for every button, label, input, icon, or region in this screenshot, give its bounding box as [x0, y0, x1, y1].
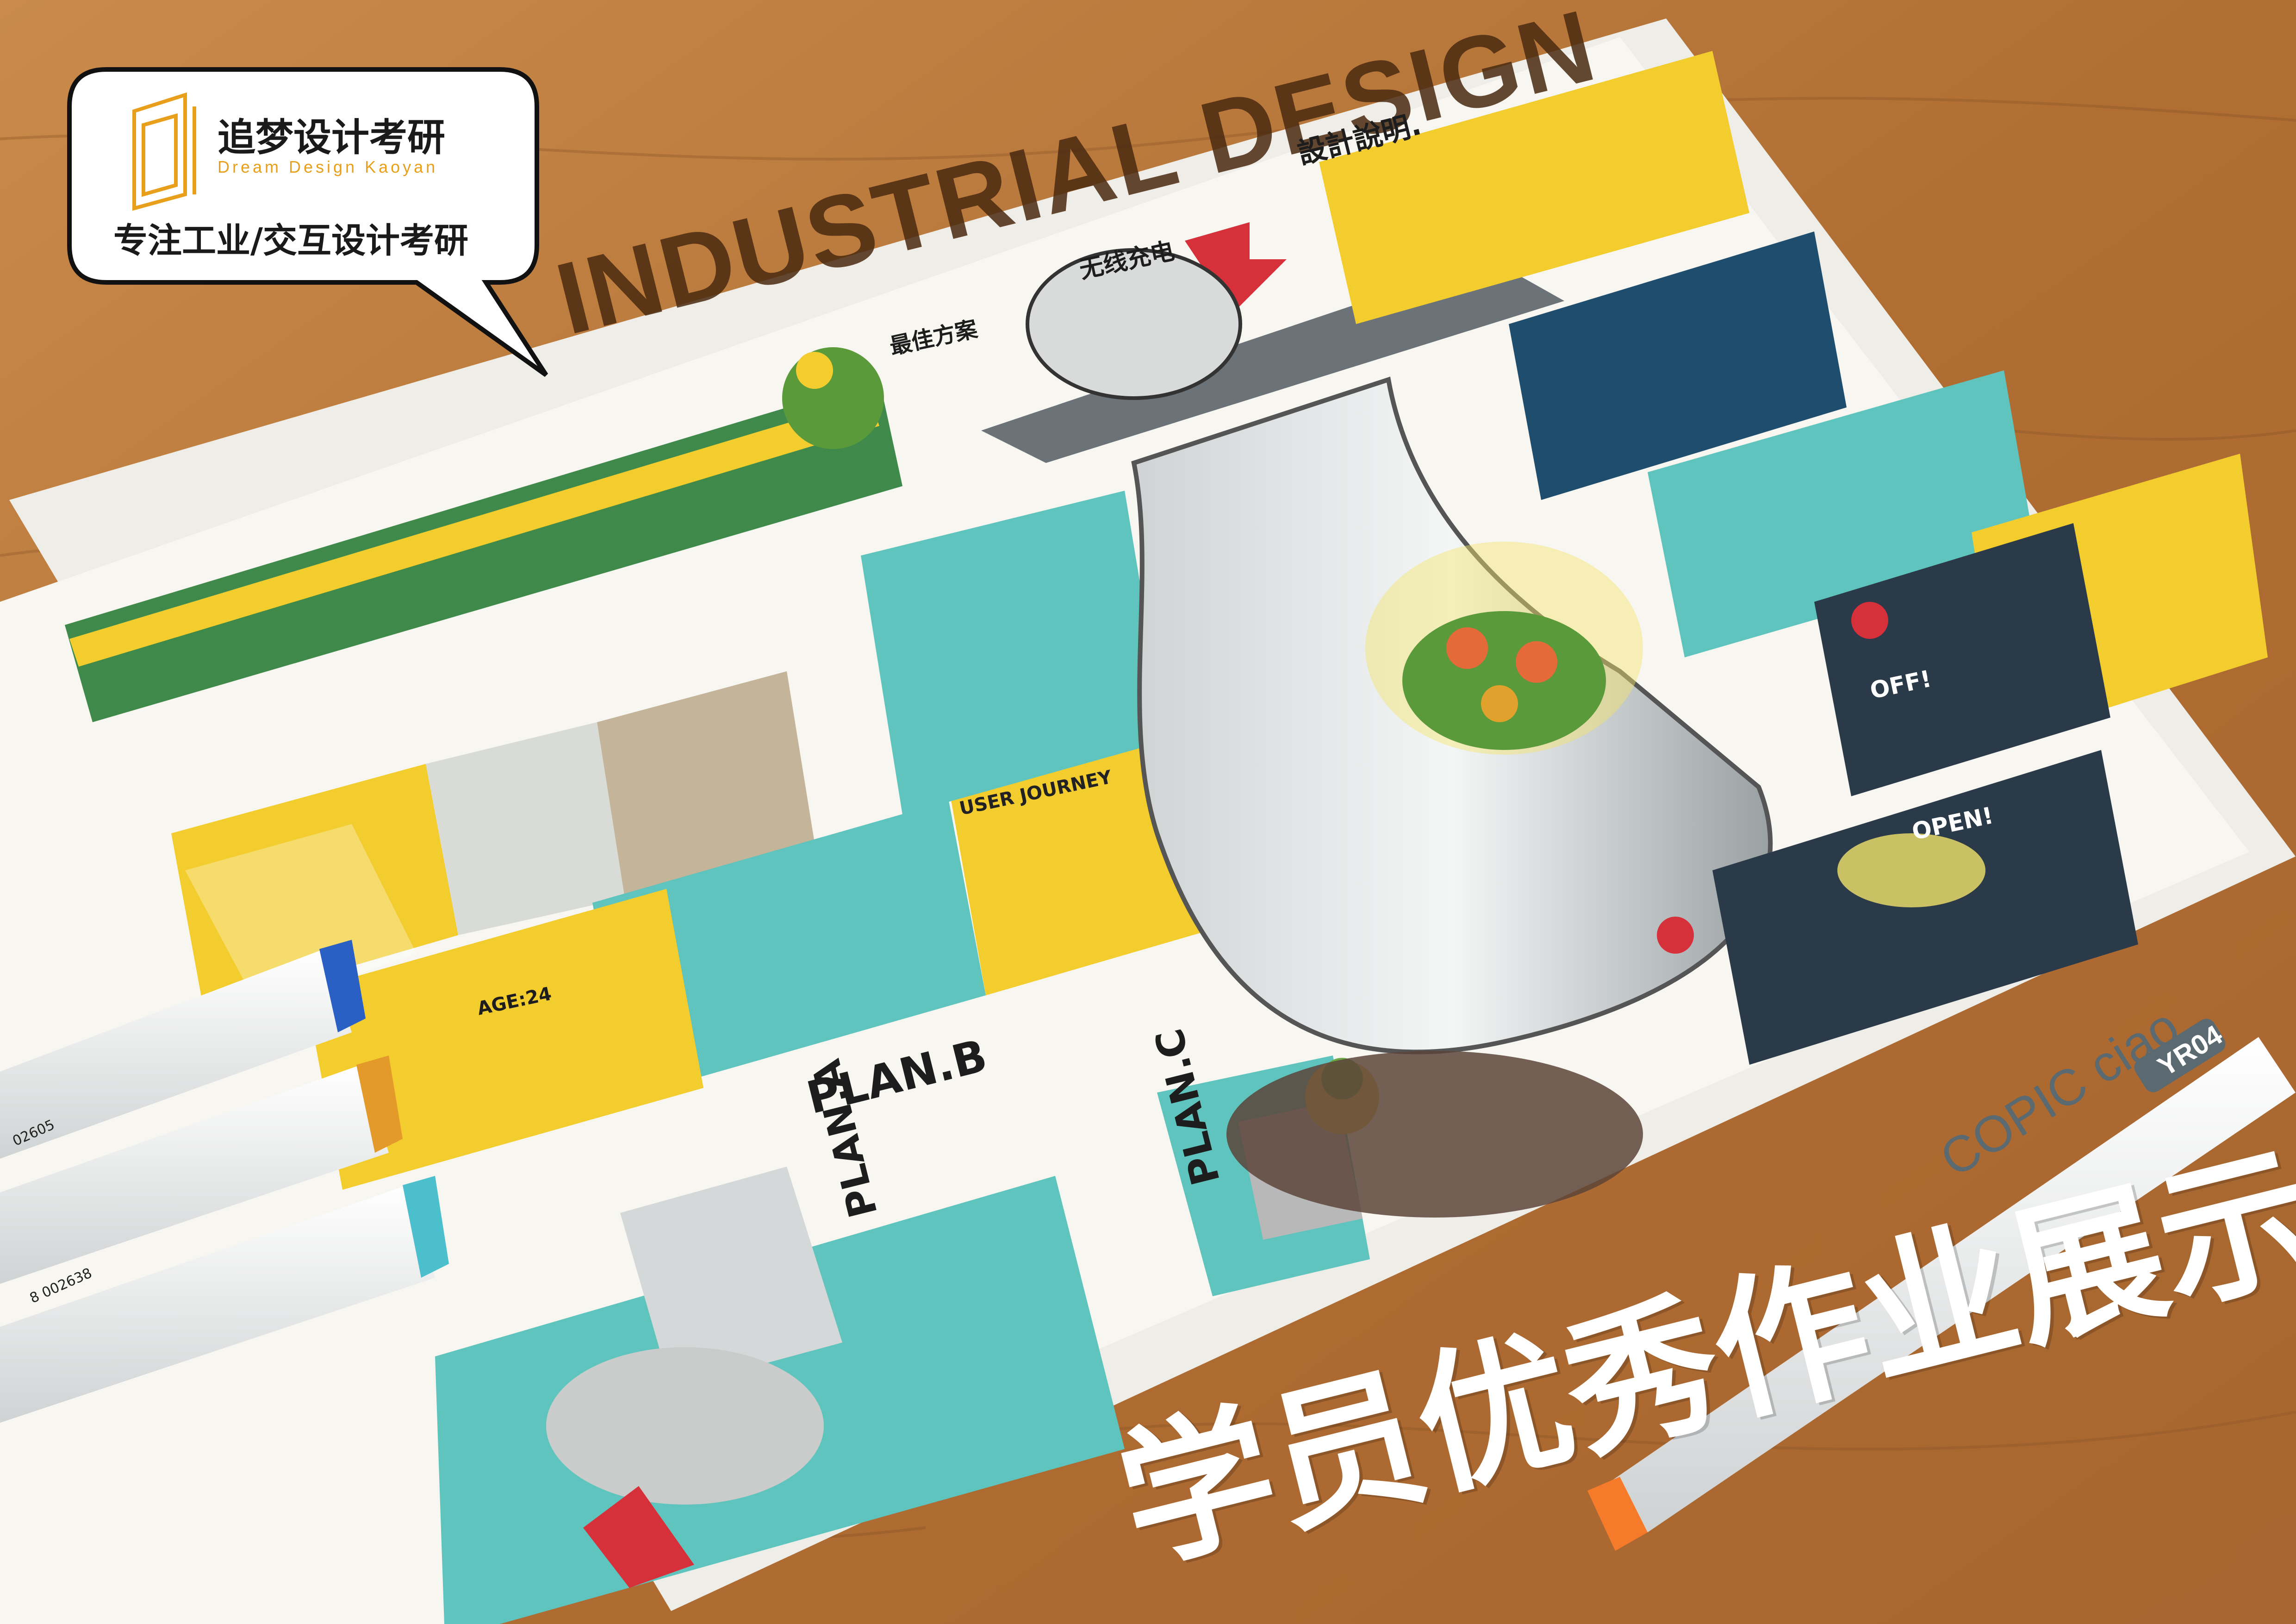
- logo-title: 追梦设计考研: [218, 116, 446, 160]
- logo-subtitle: Dream Design Kaoyan: [218, 157, 438, 176]
- markers-left: [0, 940, 449, 1423]
- logo-speech-bubble: [67, 67, 548, 377]
- logo-mark: [132, 92, 196, 211]
- logo-tagline: 专注工业/交互设计考研: [113, 221, 469, 261]
- marker-right: [1587, 1018, 2296, 1551]
